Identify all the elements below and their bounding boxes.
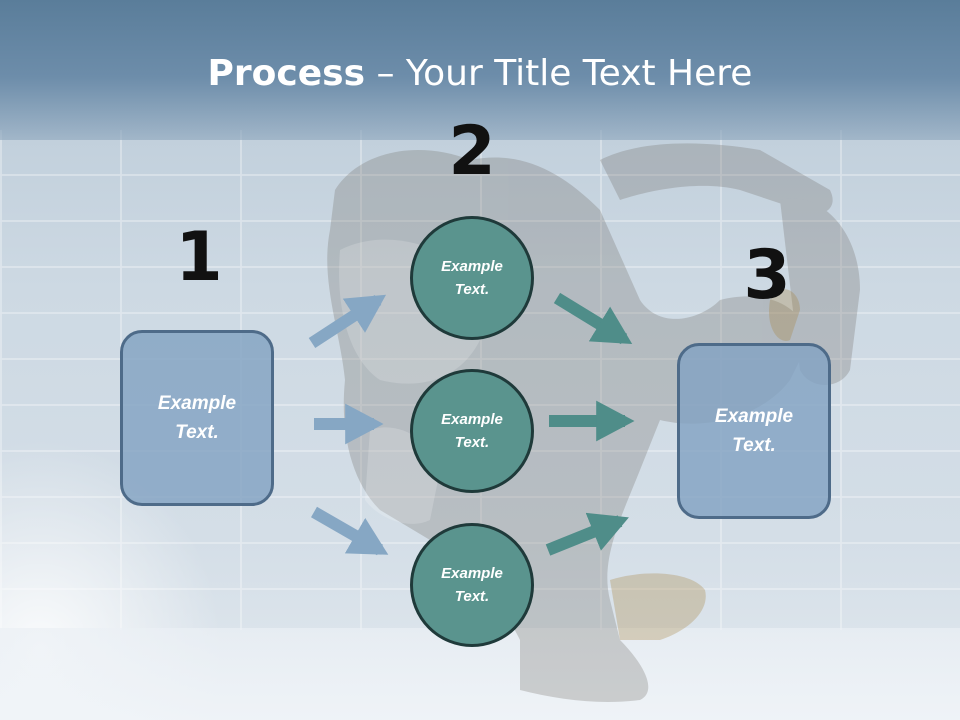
title-bar (0, 0, 960, 140)
step-2-circle-top-text: Example Text. (441, 258, 503, 298)
step-1-text: Example Text. (157, 393, 237, 443)
title-rest: – Your Title Text Here (365, 53, 753, 94)
step-1-box[interactable]: Example Text. (120, 330, 274, 506)
step-number-1: 1 (175, 218, 223, 297)
step-2-circle-bottom-text: Example Text. (441, 565, 503, 605)
arrow-bottom-circle-to-box3 (545, 512, 629, 556)
arrow-box1-to-bottom-circle (311, 506, 389, 556)
step-3-text: Example Text. (714, 406, 794, 456)
step-2-circle-top[interactable]: Example Text. (410, 216, 534, 340)
step-2-circle-middle-text: Example Text. (441, 411, 503, 451)
step-number-2: 2 (448, 112, 496, 191)
step-2-circle-bottom[interactable]: Example Text. (410, 523, 534, 647)
arrow-top-circle-to-box3 (553, 292, 633, 345)
arrow-box1-to-top-circle (308, 294, 387, 349)
slide-title: Process – Your Title Text Here (0, 52, 960, 96)
step-3-box[interactable]: Example Text. (677, 343, 831, 519)
step-2-circle-middle[interactable]: Example Text. (410, 369, 534, 493)
step-number-3: 3 (743, 236, 791, 315)
title-bold: Process (207, 53, 366, 94)
